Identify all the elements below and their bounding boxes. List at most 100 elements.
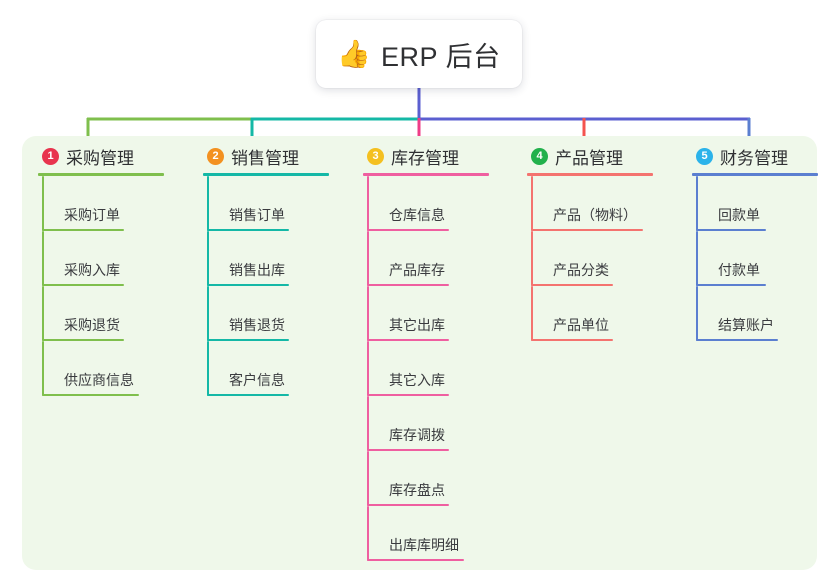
list-item[interactable]: 其它出库 [363, 286, 526, 341]
list-item-label: 出库库明细 [389, 537, 459, 553]
list-item-label: 其它出库 [389, 317, 445, 333]
leaf-underline [367, 229, 449, 231]
leaf-spine [531, 176, 533, 231]
list-item-label: 销售退货 [229, 317, 285, 333]
leaf-underline [207, 339, 289, 341]
branch-items-5: 回款单 付款单 结算账户 [692, 176, 839, 341]
branch-badge-3: 3 [367, 147, 384, 165]
leaf-spine [367, 231, 369, 286]
list-item-label: 供应商信息 [64, 372, 134, 388]
leaf-underline [207, 394, 289, 396]
leaf-underline [531, 284, 613, 286]
leaf-spine [42, 231, 44, 286]
leaf-underline [367, 449, 449, 451]
leaf-spine [367, 396, 369, 451]
branch-title-2: 销售管理 [231, 148, 299, 168]
list-item[interactable]: 回款单 [692, 176, 839, 231]
branch-underline-3 [363, 173, 489, 176]
thumbs-up-icon: 👍 [337, 38, 372, 69]
leaf-spine [696, 176, 698, 231]
branch-column-1: 1 采购管理 采购订单 采购入库 采购退货 [38, 136, 201, 396]
branch-badge-5: 5 [696, 147, 713, 165]
leaf-underline [696, 229, 766, 231]
leaf-spine [367, 341, 369, 396]
branch-header-4[interactable]: 4 产品管理 [527, 136, 690, 176]
branches-panel [22, 136, 817, 570]
list-item[interactable]: 采购订单 [38, 176, 201, 231]
branch-header-3[interactable]: 3 库存管理 [363, 136, 526, 176]
leaf-spine [42, 341, 44, 396]
list-item[interactable]: 产品库存 [363, 231, 526, 286]
list-item[interactable]: 其它入库 [363, 341, 526, 396]
list-item-label: 库存调拨 [389, 427, 445, 443]
list-item[interactable]: 库存盘点 [363, 451, 526, 506]
branch-column-2: 2 销售管理 销售订单 销售出库 销售退货 [203, 136, 366, 396]
list-item-label: 采购入库 [64, 262, 120, 278]
branch-underline-5 [692, 173, 818, 176]
branch-header-2[interactable]: 2 销售管理 [203, 136, 366, 176]
branch-header-1[interactable]: 1 采购管理 [38, 136, 201, 176]
branch-underline-4 [527, 173, 653, 176]
list-item[interactable]: 库存调拨 [363, 396, 526, 451]
branch-columns: 1 采购管理 采购订单 采购入库 采购退货 [22, 136, 818, 570]
branch-title-5: 财务管理 [720, 148, 788, 168]
list-item-label: 销售出库 [229, 262, 285, 278]
leaf-spine [42, 176, 44, 231]
branch-items-4: 产品（物料） 产品分类 产品单位 [527, 176, 690, 341]
leaf-underline [42, 394, 139, 396]
leaf-underline [367, 394, 449, 396]
branch-column-4: 4 产品管理 产品（物料） 产品分类 产品单位 [527, 136, 690, 341]
branch-title-1: 采购管理 [66, 148, 134, 168]
list-item-label: 结算账户 [718, 317, 774, 333]
branch-badge-1: 1 [42, 147, 59, 165]
branch-title-3: 库存管理 [391, 148, 459, 168]
leaf-spine [696, 231, 698, 286]
branch-items-1: 采购订单 采购入库 采购退货 供应商信息 [38, 176, 201, 396]
list-item-label: 客户信息 [229, 372, 285, 388]
list-item[interactable]: 产品单位 [527, 286, 690, 341]
leaf-spine [696, 286, 698, 341]
leaf-underline [367, 559, 464, 561]
branch-column-3: 3 库存管理 仓库信息 产品库存 其它出库 [363, 136, 526, 561]
leaf-underline [207, 284, 289, 286]
leaf-underline [42, 284, 124, 286]
branch-badge-2: 2 [207, 147, 224, 165]
branch-badge-4: 4 [531, 147, 548, 165]
list-item[interactable]: 销售订单 [203, 176, 366, 231]
list-item[interactable]: 采购退货 [38, 286, 201, 341]
list-item[interactable]: 结算账户 [692, 286, 839, 341]
list-item[interactable]: 销售退货 [203, 286, 366, 341]
leaf-spine [207, 176, 209, 231]
root-node[interactable]: 👍 ERP 后台 [316, 20, 522, 88]
list-item-label: 产品（物料） [553, 207, 637, 223]
root-node-label: ERP 后台 [381, 41, 501, 72]
branch-items-2: 销售订单 销售出库 销售退货 客户信息 [203, 176, 366, 396]
list-item[interactable]: 客户信息 [203, 341, 366, 396]
list-item[interactable]: 付款单 [692, 231, 839, 286]
leaf-underline [42, 339, 124, 341]
leaf-underline [696, 339, 778, 341]
list-item[interactable]: 仓库信息 [363, 176, 526, 231]
leaf-spine [531, 231, 533, 286]
list-item-label: 采购订单 [64, 207, 120, 223]
leaf-spine [531, 286, 533, 341]
list-item[interactable]: 产品（物料） [527, 176, 690, 231]
leaf-underline [696, 284, 766, 286]
branch-title-4: 产品管理 [555, 148, 623, 168]
leaf-underline [367, 284, 449, 286]
list-item[interactable]: 产品分类 [527, 231, 690, 286]
leaf-spine [207, 286, 209, 341]
list-item[interactable]: 销售出库 [203, 231, 366, 286]
list-item-label: 回款单 [718, 207, 760, 223]
list-item-label: 产品分类 [553, 262, 609, 278]
branch-underline-1 [38, 173, 164, 176]
list-item[interactable]: 供应商信息 [38, 341, 201, 396]
list-item[interactable]: 采购入库 [38, 231, 201, 286]
list-item[interactable]: 出库库明细 [363, 506, 526, 561]
leaf-underline [367, 339, 449, 341]
list-item-label: 仓库信息 [389, 207, 445, 223]
leaf-spine [207, 341, 209, 396]
branch-header-5[interactable]: 5 财务管理 [692, 136, 839, 176]
leaf-underline [531, 339, 613, 341]
